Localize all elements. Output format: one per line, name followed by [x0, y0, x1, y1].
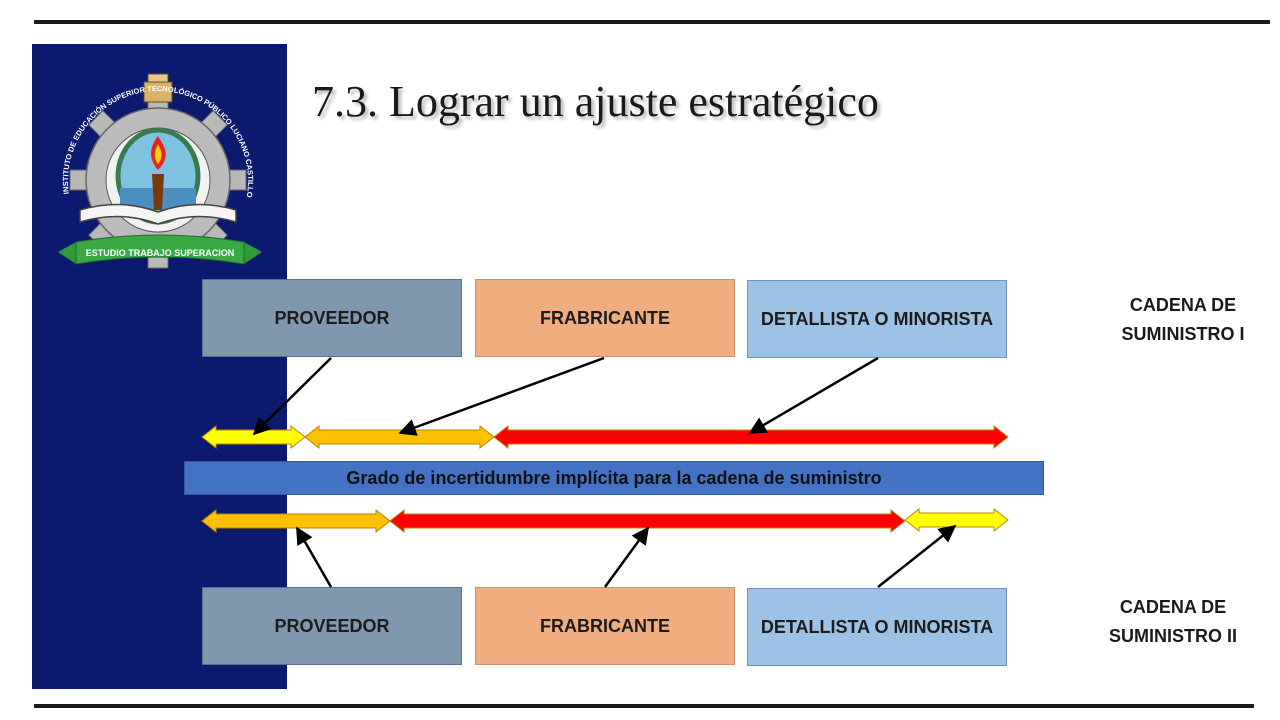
chain1-medium-arrow [304, 424, 495, 450]
chain2-high-arrow [389, 508, 906, 534]
chain1-manufacturer-box: FRABRICANTE [475, 279, 735, 357]
chain2-supplier-pointer [295, 526, 333, 588]
chain1-high-arrow [493, 424, 1009, 450]
chain2-manufacturer-pointer [603, 526, 650, 588]
chain1-low-arrow [201, 424, 306, 450]
chain2-low-arrow [904, 507, 1009, 533]
uncertainty-band: Grado de incertidumbre implícita para la… [184, 461, 1044, 495]
chain1-retailer-pointer [748, 356, 879, 435]
institute-logo: ESTUDIO TRABAJO SUPERACION INSTITUTO DE … [40, 60, 262, 269]
bottom-rule [34, 704, 1254, 708]
chain1-manufacturer-pointer [398, 356, 605, 436]
chain2-retailer-box: DETALLISTA O MINORISTA [747, 588, 1007, 666]
page-title: 7.3. Lograr un ajuste estratégico [312, 77, 879, 126]
chain2-retailer-pointer [877, 524, 957, 588]
chain1-supplier-pointer [252, 357, 332, 436]
chain1-label: CADENA DE SUMINISTRO I [1121, 295, 1245, 344]
chain2-manufacturer-box: FRABRICANTE [475, 587, 735, 665]
chain1-supplier-box: PROVEEDOR [202, 279, 462, 357]
top-rule [34, 20, 1270, 24]
chain2-label: CADENA DE SUMINISTRO II [1108, 597, 1237, 646]
chain1-retailer-box: DETALLISTA O MINORISTA [747, 280, 1007, 358]
svg-text:ESTUDIO TRABAJO SUPERACION: ESTUDIO TRABAJO SUPERACION [86, 248, 235, 258]
chain2-supplier-box: PROVEEDOR [202, 587, 462, 665]
